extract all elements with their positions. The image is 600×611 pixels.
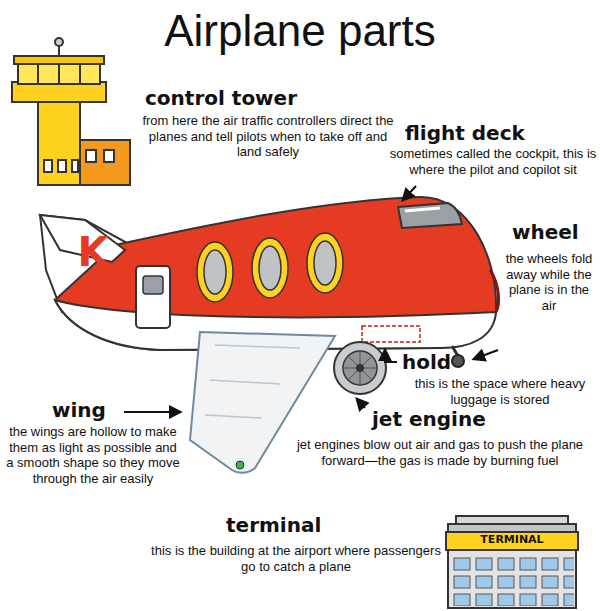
part-note: from here the air traffic controllers di… bbox=[140, 113, 396, 160]
part-name: jet engine bbox=[372, 407, 532, 431]
part-note: jet engines blow out air and gas to push… bbox=[284, 437, 596, 468]
part-name: terminal bbox=[226, 513, 386, 537]
title: Airplane parts bbox=[0, 6, 600, 57]
part-name: control tower bbox=[145, 86, 395, 110]
part-name: flight deck bbox=[405, 121, 595, 145]
part-note: sometimes called the cockpit, this is wh… bbox=[388, 146, 598, 177]
tail-letter: K bbox=[62, 228, 124, 276]
part-name: hold bbox=[402, 350, 492, 374]
terminal-building bbox=[446, 516, 578, 608]
part-note: the wheels fold away while the plane is … bbox=[500, 251, 598, 313]
part-name: wing bbox=[52, 398, 122, 422]
control-tower-icon bbox=[12, 38, 130, 185]
part-note: the wings are hollow to make them as lig… bbox=[4, 424, 182, 486]
part-note: this is the building at the airport wher… bbox=[150, 543, 442, 574]
sign-text: TERMINAL bbox=[446, 533, 578, 546]
part-note: this is the space where heavy luggage is… bbox=[405, 376, 595, 407]
part-name: wheel bbox=[512, 220, 596, 244]
